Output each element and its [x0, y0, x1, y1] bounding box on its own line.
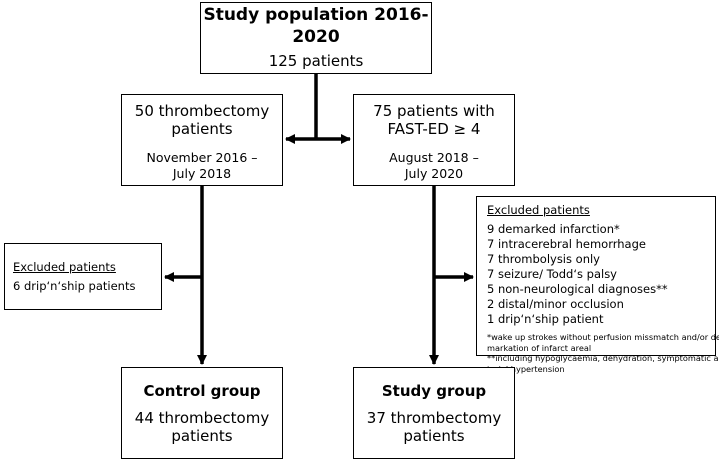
thrombectomy-cohort-date-1: November 2016 –: [146, 150, 258, 165]
excluded-right-footnote: **including hypoglycaemia, dehydration, …: [487, 353, 719, 363]
thrombectomy-cohort-head-2: patients: [171, 120, 233, 138]
excluded-right-item: 7 thrombolysis only: [487, 252, 600, 266]
thrombectomy-cohort-head-1: 50 thrombectomy: [134, 102, 270, 120]
fast-ed-cohort-date-2: July 2020: [404, 166, 464, 181]
excluded-left-item: 6 drip‘n‘ship patients: [13, 279, 136, 293]
excluded-right-item: 2 distal/minor occlusion: [487, 297, 624, 311]
fast-ed-cohort-date-1: August 2018 –: [389, 150, 479, 165]
control-group-body-2: patients: [171, 427, 233, 445]
study-group-box: Study group 37 thrombectomy patients: [353, 367, 515, 459]
excluded-right-item: 9 demarked infarction*: [487, 222, 620, 236]
study-population-title-1: Study population 2016-: [203, 5, 429, 25]
excluded-right-item: 5 non-neurological diagnoses**: [487, 282, 668, 296]
study-group-body-2: patients: [403, 427, 465, 445]
study-population-count: 125 patients: [268, 52, 364, 70]
fast-ed-cohort-box: 75 patients with FAST-ED ≥ 4 August 2018…: [353, 94, 515, 186]
control-group-box: Control group 44 thrombectomy patients: [121, 367, 283, 459]
control-group-title: Control group: [143, 382, 261, 400]
study-population-box: Study population 2016- 2020 125 patients: [200, 2, 432, 74]
excluded-right-footnote: terial hypertension: [487, 363, 565, 374]
excluded-right-item: 1 drip‘n‘ship patient: [487, 312, 604, 326]
excluded-right-heading: Excluded patients: [487, 203, 590, 217]
excluded-left-heading: Excluded patients: [13, 260, 116, 274]
excluded-right-item: 7 seizure/ Todd‘s palsy: [487, 267, 617, 281]
fast-ed-cohort-head-1: 75 patients with: [373, 102, 495, 120]
control-group-body-1: 44 thrombectomy: [134, 409, 270, 427]
excluded-right-box: Excluded patients 9 demarked infarction*…: [476, 196, 719, 374]
study-group-body-1: 37 thrombectomy: [366, 409, 502, 427]
fast-ed-cohort-head-2: FAST-ED ≥ 4: [387, 120, 481, 138]
excluded-right-footnote: *wake up strokes without perfusion missm…: [487, 332, 719, 342]
excluded-right-footnote: markation of infarct areal: [487, 342, 592, 353]
study-group-title: Study group: [381, 382, 487, 400]
thrombectomy-cohort-date-2: July 2018: [172, 166, 232, 181]
excluded-left-box: Excluded patients 6 drip‘n‘ship patients: [4, 243, 162, 310]
thrombectomy-cohort-box: 50 thrombectomy patients November 2016 –…: [121, 94, 283, 186]
study-population-title-2: 2020: [292, 27, 340, 47]
excluded-right-item: 7 intracerebral hemorrhage: [487, 237, 646, 251]
